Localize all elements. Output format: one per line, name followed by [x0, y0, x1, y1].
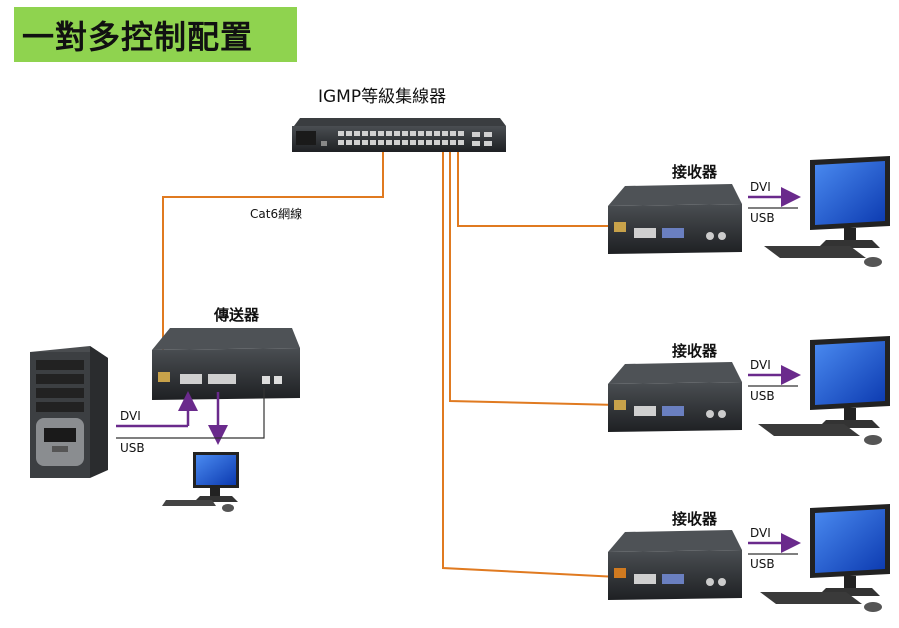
- title-banner: [14, 7, 297, 62]
- receiver-2: [608, 362, 742, 432]
- pc-tower: [30, 346, 108, 478]
- receiver-1-label: 接收器: [672, 163, 718, 181]
- monitor-1: [764, 156, 890, 267]
- transmitter-label: 傳送器: [214, 306, 260, 324]
- cable-label: Cat6網線: [250, 207, 303, 221]
- receiver-2-dvi-label: DVI: [750, 358, 771, 372]
- receiver-1-usb-label: USB: [750, 211, 775, 225]
- receiver-3-dvi-label: DVI: [750, 526, 771, 540]
- page-title: 一對多控制配置: [22, 18, 254, 56]
- monitor-2: [758, 336, 890, 445]
- receiver-2-usb-label: USB: [750, 389, 775, 403]
- transmitter-device: [152, 328, 300, 400]
- receiver-3: [608, 530, 742, 600]
- receiver-2-wiring: [748, 365, 801, 387]
- monitor-3: [760, 504, 890, 612]
- local-monitor: [162, 452, 239, 512]
- receiver-1: [608, 184, 742, 254]
- receiver-3-label: 接收器: [672, 510, 718, 528]
- cable-switch-to-receiver-1: [457, 150, 618, 227]
- cable-switch-to-transmitter: [162, 150, 384, 378]
- receiver-2-label: 接收器: [672, 342, 718, 360]
- tx-usb-label: USB: [120, 441, 145, 455]
- receiver-3-usb-label: USB: [750, 557, 775, 571]
- tx-dvi-label: DVI: [120, 409, 141, 423]
- cable-switch-to-receiver-3: [442, 150, 619, 578]
- switch-label: IGMP等級集線器: [318, 87, 447, 107]
- receiver-1-dvi-label: DVI: [750, 180, 771, 194]
- tx-usb-line: [116, 388, 265, 439]
- cable-switch-to-receiver-2: [449, 150, 619, 406]
- network-cables: [162, 150, 619, 578]
- receiver-1-wiring: [748, 187, 801, 209]
- receiver-3-wiring: [748, 533, 801, 555]
- igmp-switch: [292, 118, 506, 152]
